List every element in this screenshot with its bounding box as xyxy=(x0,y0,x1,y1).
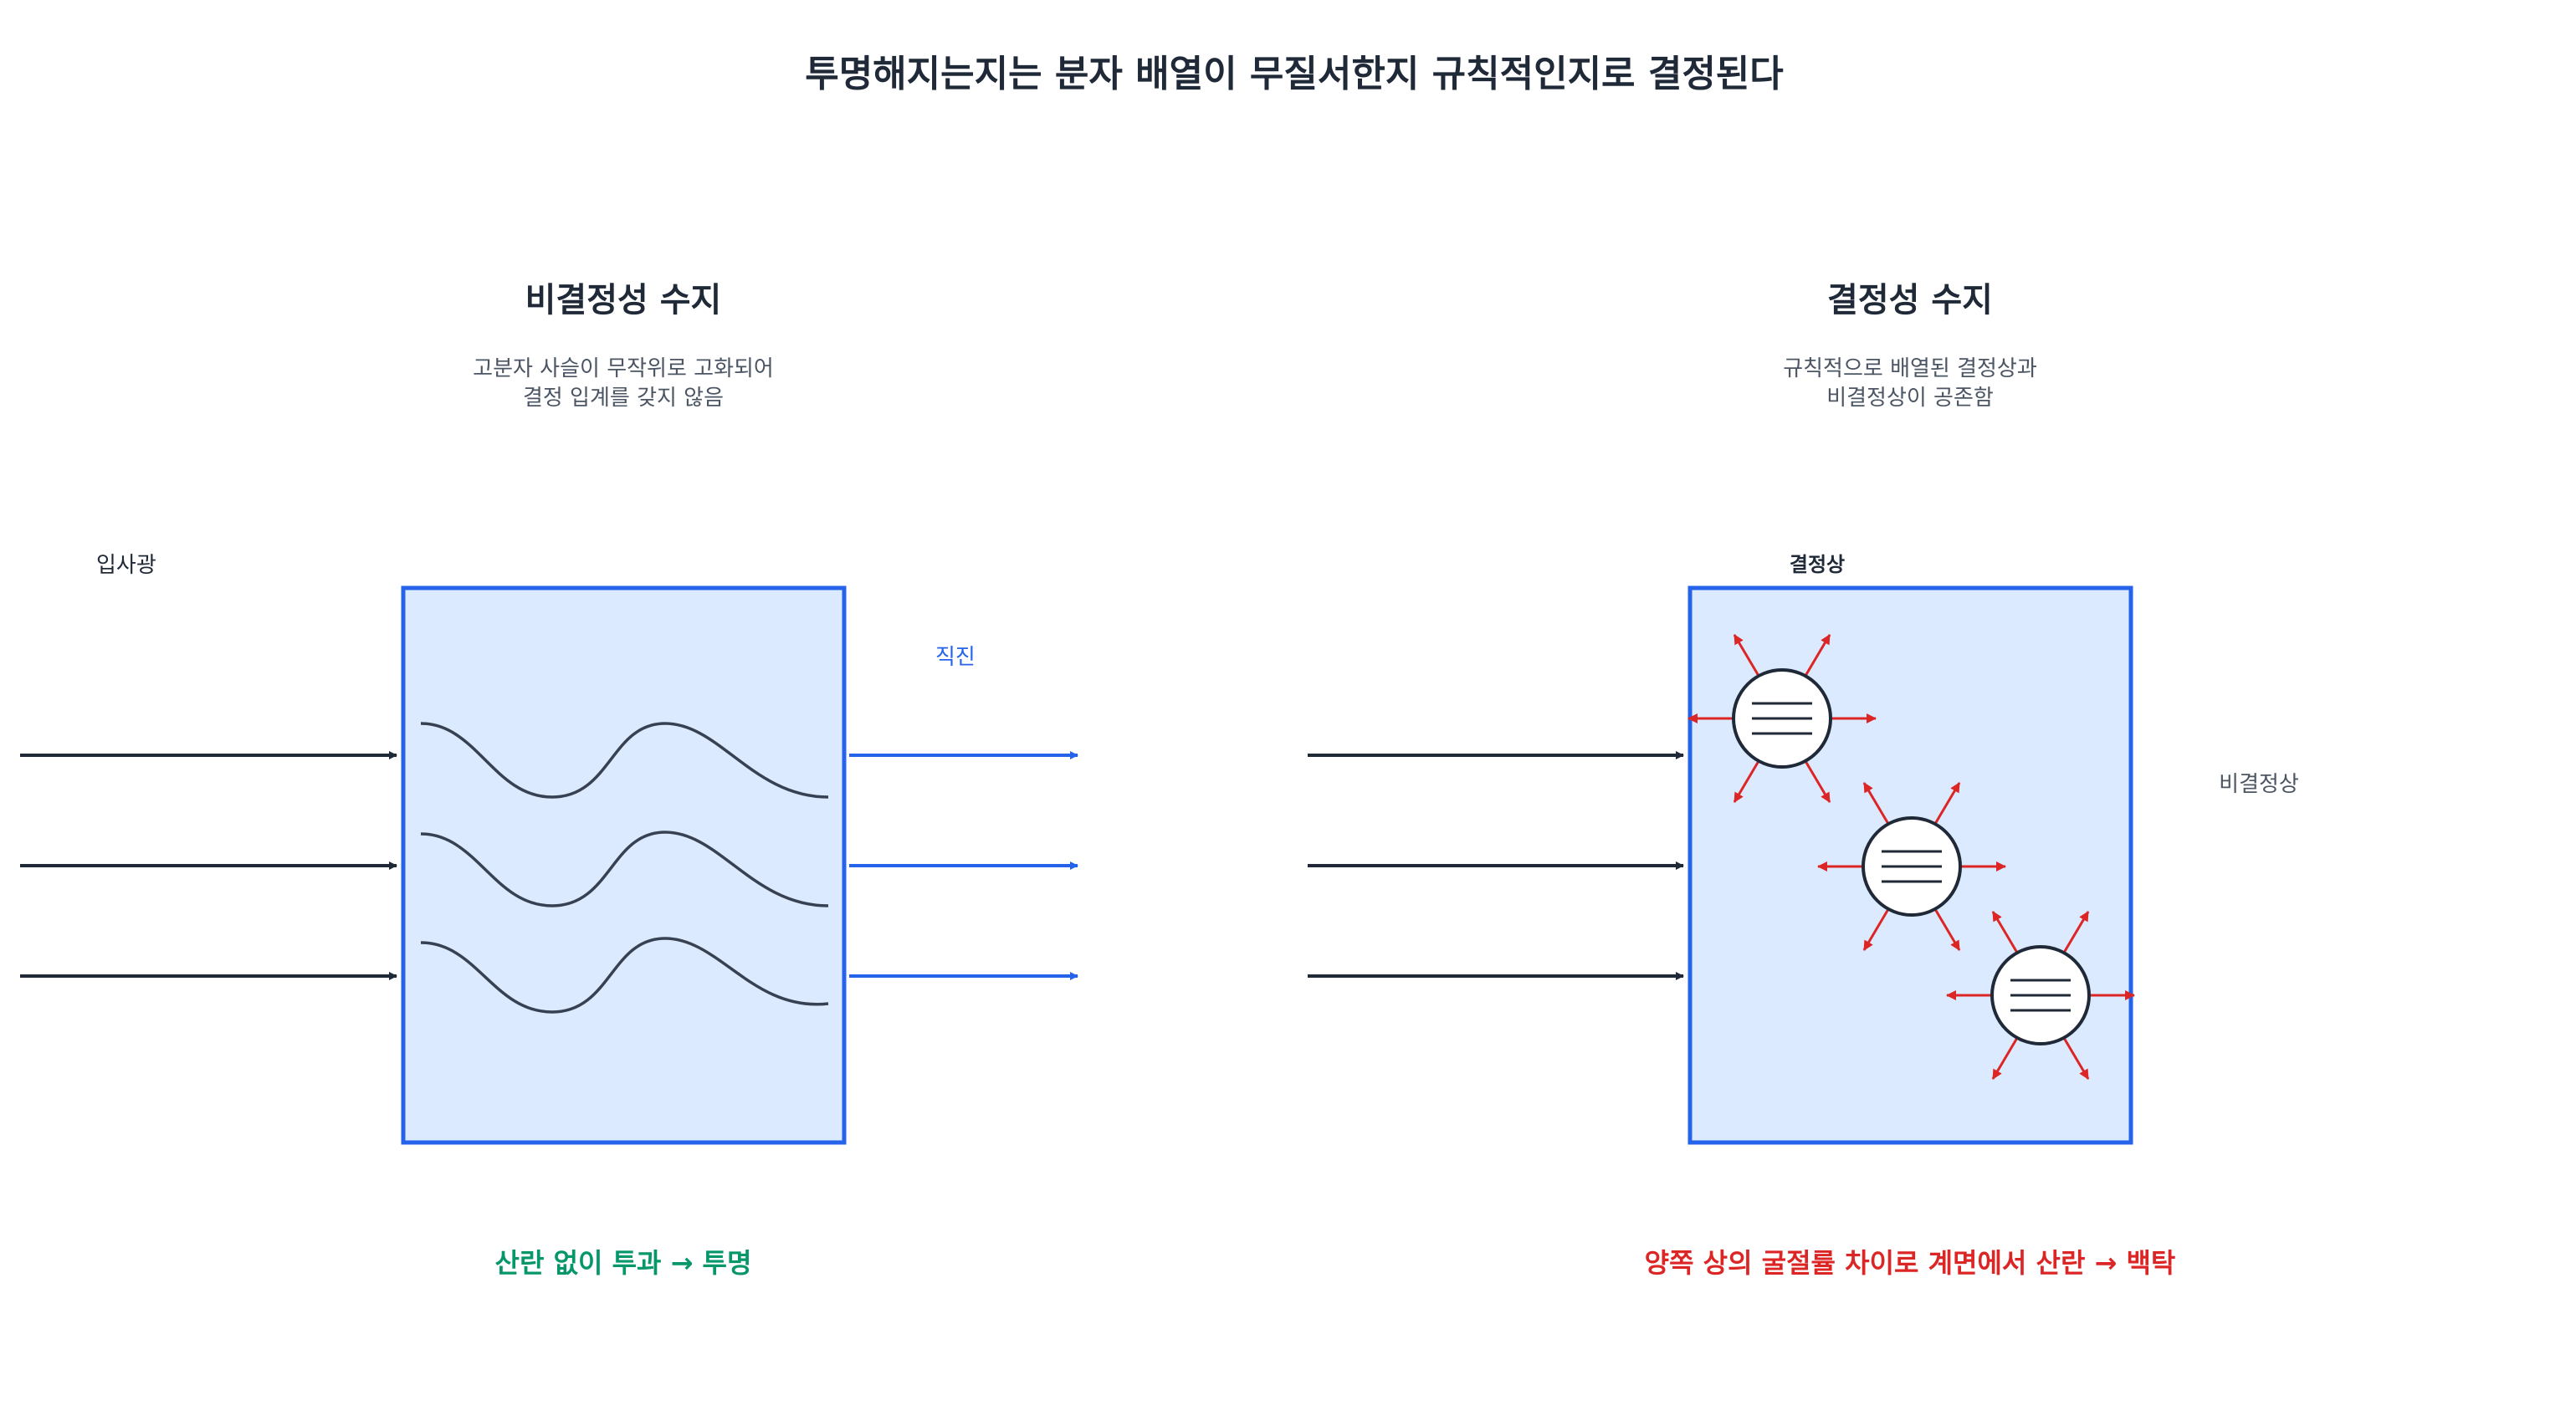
crystal-circle-icon xyxy=(1817,782,2006,951)
amorphous-panel: 비결정성 수지 고분자 사슬이 무작위로 고화되어 결정 입계를 갖지 않음 입… xyxy=(20,281,1078,1279)
crystal-circle-icon xyxy=(1946,911,2135,1080)
amorphous-phase-label: 비결정상 xyxy=(2219,772,2299,797)
incident-light-label: 입사광 xyxy=(96,553,156,578)
wavy-chain-icon xyxy=(420,722,829,799)
straight-label: 직진 xyxy=(935,645,976,670)
crystalline-title: 결정성 수지 xyxy=(1827,281,1993,319)
amorphous-desc-line1: 고분자 사슬이 무작위로 고화되어 xyxy=(473,356,774,381)
opaque-caption: 양쪽 상의 굴절률 차이로 계면에서 산란 → 백탁 xyxy=(1645,1247,2176,1279)
crystal-phase-label: 결정상 xyxy=(1790,553,1845,576)
crystalline-desc-line2: 비결정상이 공존함 xyxy=(1826,386,1994,411)
wavy-chain-icon xyxy=(420,937,829,1014)
page-title: 투명해지는지는 분자 배열이 무질서한지 규칙적인지로 결정된다 xyxy=(805,53,1784,95)
crystalline-desc-line1: 규칙적으로 배열된 결정상과 xyxy=(1783,356,2037,381)
transparent-caption: 산란 없이 투과 → 투명 xyxy=(495,1247,752,1279)
amorphous-material-box xyxy=(401,585,847,1145)
wavy-chain-icon xyxy=(420,831,829,907)
amorphous-title: 비결정성 수지 xyxy=(525,281,722,319)
crystalline-panel: 결정성 수지 규칙적으로 배열된 결정상과 비결정상이 공존함 결정상 비결정상 xyxy=(1308,281,2299,1279)
crystal-circle-icon xyxy=(1687,634,1877,803)
amorphous-desc-line2: 결정 입계를 갖지 않음 xyxy=(523,386,724,411)
